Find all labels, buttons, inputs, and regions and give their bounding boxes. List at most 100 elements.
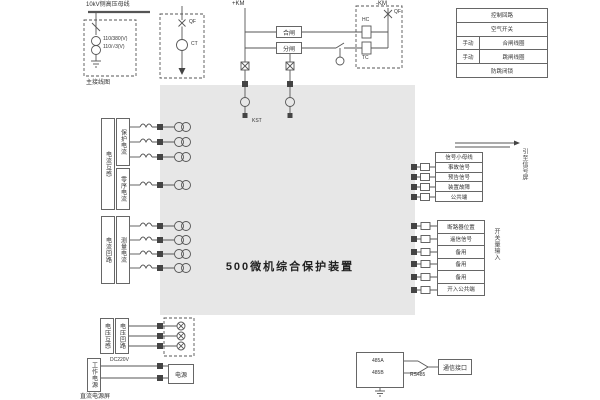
- di-row: 备用: [438, 257, 484, 271]
- rs485-a-label: 485A: [372, 358, 384, 364]
- interposing-ct-symbol: [174, 249, 184, 259]
- voltage-rows: [129, 317, 195, 357]
- mechanism-enclosure-box: [355, 5, 403, 69]
- interposing-ct-symbol: [174, 137, 184, 147]
- terminal-square: [157, 343, 163, 349]
- measure-current-label: 测量电流: [116, 216, 130, 284]
- di-wiring: [411, 222, 437, 294]
- dc-voltage-label: DC220V: [110, 357, 129, 363]
- ct-winding-symbol: [139, 123, 153, 129]
- di-row: 断路器位置: [447, 224, 475, 231]
- terminal-square: [411, 184, 417, 190]
- close-coil-symbol: [361, 25, 372, 39]
- terminal-square: [157, 251, 163, 257]
- aux-contact-symbol: [335, 42, 345, 49]
- feeder-ct-label: CT: [191, 41, 198, 47]
- signal-row: 预告信号: [436, 171, 482, 182]
- signal-destination-note: 引至信号屏: [521, 148, 527, 181]
- terminal-square: [242, 81, 248, 87]
- feeder-breaker-label: QF: [189, 19, 196, 25]
- pt-ratio-label-2: 110/√3(V): [103, 44, 125, 50]
- breaker-aux-symbol: [383, 9, 393, 19]
- contact-box-symbol: [420, 286, 431, 294]
- current-circuit-label: 电流回路: [101, 216, 115, 284]
- terminal-square: [411, 274, 417, 280]
- ground-symbol: [91, 60, 101, 68]
- trip-command-box: 分闸: [276, 42, 302, 54]
- legend-cell: 合闸线圈: [502, 40, 525, 47]
- signal-terminal-box: 信号小母线 事故信号 预告信号 装置故障 公共端: [435, 152, 483, 202]
- terminal-square: [411, 174, 417, 180]
- interposing-ct-symbol: [174, 221, 184, 231]
- ct-winding-symbol: [139, 264, 153, 270]
- feeder-arrow-icon: [178, 68, 186, 75]
- terminal-square: [157, 375, 163, 381]
- interposing-ct-symbol: [174, 235, 184, 245]
- fuse-symbol: [91, 22, 101, 32]
- pt-ratio-label-1: 110/380(V): [103, 36, 128, 42]
- hv-bus-label: 10kV侧高压母线: [86, 2, 130, 8]
- rs485-b-label: 485B: [372, 370, 384, 376]
- di-terminal-box: 断路器位置 遥信信号 备用 备用 备用 开入公共端: [437, 220, 485, 296]
- legend-cell: 控制回路: [490, 13, 513, 20]
- legend-row: 空气开关: [457, 21, 547, 36]
- contact-box-symbol: [420, 193, 430, 201]
- ct-winding-symbol: [139, 181, 153, 187]
- pt-enclosure-box: [83, 19, 137, 77]
- ct-winding-symbol: [139, 153, 153, 159]
- legend-cell: 手动: [457, 36, 480, 50]
- contact-box-symbol: [420, 260, 431, 268]
- protection-device-panel: [160, 85, 415, 315]
- terminal-square: [411, 236, 417, 242]
- power-supply-label: 工作电源: [87, 358, 101, 392]
- protection-current-label: 保护电流: [116, 118, 130, 166]
- contact-box-symbol: [420, 173, 430, 181]
- terminal-square: [157, 363, 163, 369]
- main-wiring-diagram: [83, 6, 205, 79]
- terminal-square: [411, 164, 417, 170]
- terminal-square: [157, 182, 163, 188]
- power-wiring: [101, 363, 168, 381]
- di-row: 遥信信号: [438, 232, 484, 246]
- voltage-switch-box: [163, 317, 195, 357]
- fuse-box-symbol: [240, 61, 250, 71]
- ground-symbol: [375, 388, 385, 397]
- terminal-square: [157, 139, 163, 145]
- negative-bus-label: -KM: [376, 1, 387, 7]
- signal-box-header: 信号小母线: [445, 155, 473, 162]
- diagram-caption: 主接线图: [86, 80, 111, 86]
- legend-row: 控制回路: [457, 9, 547, 22]
- terminal-square: [411, 223, 417, 229]
- close-command-box: 合闸: [276, 26, 302, 38]
- contact-box-symbol: [420, 273, 431, 281]
- signal-row: 事故信号: [436, 161, 482, 172]
- terminal-square: [157, 124, 163, 130]
- contact-symbol: [176, 321, 186, 331]
- legend-cell: 手动: [457, 50, 480, 64]
- terminal-square: [287, 113, 293, 118]
- contact-box-symbol: [420, 183, 430, 191]
- pt-symbol: [91, 36, 101, 46]
- voltage-circuit-label: 电压回路: [115, 318, 129, 354]
- legend-table: 控制回路 空气开关 手动合闸线圈 手动跳闸线圈 防跳闭锁: [456, 8, 548, 78]
- close-coil-label: HC: [362, 17, 370, 23]
- contact-box-symbol: [420, 222, 431, 230]
- terminal-square: [157, 333, 163, 339]
- ct-winding-symbol: [139, 236, 153, 242]
- ct-winding-symbol: [139, 250, 153, 256]
- indicator-lamp-symbol: [240, 97, 250, 107]
- legend-row: 手动 合闸线圈: [457, 35, 547, 50]
- di-row: 备用: [438, 270, 484, 283]
- trip-coil-symbol: [361, 41, 372, 55]
- aux-lamp-symbol: [335, 56, 345, 66]
- breaker-aux-label: QF: [394, 9, 401, 15]
- legend-cell: 空气开关: [490, 27, 513, 34]
- vt-group-label: 电压互感: [100, 318, 114, 354]
- relay-label: KST: [252, 118, 262, 124]
- legend-cell: 跳闸线圈: [502, 54, 525, 61]
- legend-cell: 防跳闭锁: [490, 68, 513, 75]
- terminal-square: [157, 323, 163, 329]
- dc-source-label: 直流电源屏: [80, 394, 111, 400]
